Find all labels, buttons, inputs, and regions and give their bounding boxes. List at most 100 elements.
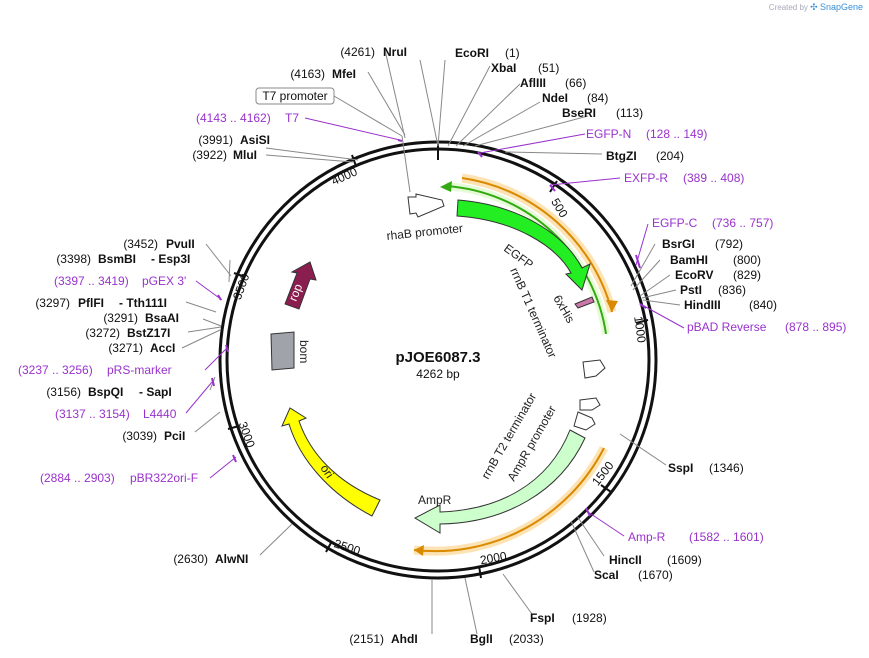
site-bgli[interactable]: BglI (2033) — [470, 632, 544, 646]
site-bseri[interactable]: BseRI (113) — [562, 106, 643, 120]
primer-l4440[interactable]: (3137 .. 3154) L4440 — [55, 407, 177, 421]
site-asisi[interactable]: (3991) AsiSI — [198, 133, 270, 147]
primer-prs-marker[interactable]: (3237 .. 3256) pRS-marker — [18, 363, 172, 377]
svg-text:BsrGI: BsrGI — [662, 237, 695, 251]
primer-amp-r[interactable]: Amp-R (1582 .. 1601) — [628, 530, 764, 544]
svg-text:(3452): (3452) — [123, 237, 158, 251]
site-bsaai[interactable]: (3291) BsaAI — [103, 311, 179, 325]
svg-text:(1582 .. 1601): (1582 .. 1601) — [689, 530, 764, 544]
site-acci[interactable]: (3271) AccI — [108, 341, 175, 355]
ori-label: ori — [318, 462, 337, 481]
green-arc — [440, 181, 610, 335]
primer-marks — [211, 139, 647, 517]
connector-lines — [181, 49, 681, 635]
site-hincii[interactable]: HincII (1609) — [609, 553, 702, 567]
bom-label: bom — [297, 340, 311, 363]
svg-text:EcoRI: EcoRI — [455, 46, 489, 60]
svg-text:(829): (829) — [733, 268, 761, 282]
svg-text:T7: T7 — [285, 111, 299, 125]
credit-brand: SnapGene — [819, 2, 863, 12]
primer-pgex3[interactable]: (3397 .. 3419) pGEX 3' — [54, 274, 186, 288]
site-sspi[interactable]: SspI (1346) — [668, 461, 744, 475]
primer-pbr322ori-f[interactable]: (2884 .. 2903) pBR322ori-F — [40, 471, 198, 485]
svg-text:AsiSI: AsiSI — [240, 133, 270, 147]
svg-text:(4163): (4163) — [290, 67, 325, 81]
rrnb1-label: rrnB T1 terminator — [507, 266, 559, 360]
feature-rhab-promoter[interactable]: rhaB promoter — [386, 193, 464, 243]
svg-text:(3297): (3297) — [35, 296, 70, 310]
svg-text:AlwNI: AlwNI — [215, 552, 248, 566]
svg-text:(84): (84) — [587, 91, 608, 105]
site-psti[interactable]: PstI (836) — [680, 283, 746, 297]
primer-lines — [185, 117, 685, 537]
svg-text:HincII: HincII — [609, 553, 642, 567]
primer-exfp-r[interactable]: EXFP-R (389 .. 408) — [624, 171, 744, 185]
site-hindiii[interactable]: HindIII (840) — [684, 298, 777, 312]
site-ahdi[interactable]: (2151) AhdI — [349, 632, 417, 646]
site-mlui[interactable]: (3922) MluI — [192, 148, 257, 162]
svg-text:(3397 .. 3419): (3397 .. 3419) — [54, 274, 129, 288]
site-pvuii[interactable]: (3452) PvuII — [123, 237, 194, 251]
tick-marks — [227, 154, 649, 579]
svg-text:PvuII: PvuII — [166, 237, 195, 251]
site-btgzi[interactable]: BtgZI (204) — [606, 149, 684, 163]
primer-pbad-reverse[interactable]: pBAD Reverse (878 .. 895) — [687, 320, 846, 334]
tick-label-2500: 2500 — [332, 536, 362, 558]
site-ecori[interactable]: EcoRI (1) — [455, 46, 520, 60]
site-aflIII[interactable]: AflIII (66) — [520, 76, 586, 90]
svg-text:(2630): (2630) — [173, 552, 208, 566]
site-scai[interactable]: ScaI (1670) — [594, 568, 673, 582]
snapgene-logo-icon: ✣ — [810, 2, 818, 12]
svg-text:EGFP-N: EGFP-N — [586, 127, 631, 141]
site-nrui[interactable]: (4261) NruI — [340, 45, 407, 59]
feature-ori[interactable]: ori — [281, 407, 381, 517]
svg-text:- SapI: - SapI — [139, 385, 172, 399]
feature-rop[interactable]: rop — [284, 261, 317, 310]
svg-text:(1928): (1928) — [572, 611, 607, 625]
site-ndei[interactable]: NdeI (84) — [542, 91, 608, 105]
feature-bom[interactable]: bom — [270, 331, 311, 371]
plasmid-name: pJOE6087.3 — [395, 349, 480, 366]
orange-arc-top — [461, 173, 618, 314]
site-mfei[interactable]: (4163) MfeI — [290, 67, 356, 81]
svg-text:pBR322ori-F: pBR322ori-F — [130, 471, 198, 485]
site-bstz17i[interactable]: (3272) BstZ17I — [85, 326, 170, 340]
svg-text:(3156): (3156) — [46, 385, 81, 399]
primer-egfp-n[interactable]: EGFP-N (128 .. 149) — [586, 127, 707, 141]
primer-t7[interactable]: (4143 .. 4162) T7 — [196, 111, 299, 125]
svg-text:FspI: FspI — [530, 611, 555, 625]
site-xbai[interactable]: XbaI (51) — [491, 61, 559, 75]
svg-text:PflFI: PflFI — [78, 296, 104, 310]
svg-text:XbaI: XbaI — [491, 61, 516, 75]
site-pflfi[interactable]: (3297) PflFI - Tth111I — [35, 296, 167, 310]
feature-ampr[interactable]: AmpR — [413, 429, 586, 534]
svg-text:- Esp3I: - Esp3I — [151, 252, 190, 266]
feature-6xhis[interactable]: 6xHis — [550, 293, 595, 326]
site-bsmbi[interactable]: (3398) BsmBI - Esp3I — [56, 252, 190, 266]
site-ecorv[interactable]: EcoRV (829) — [675, 268, 761, 282]
site-bsrgi[interactable]: BsrGI (792) — [662, 237, 743, 251]
orange-arc-bottom — [413, 445, 609, 556]
svg-text:(389 .. 408): (389 .. 408) — [683, 171, 744, 185]
site-alwni[interactable]: (2630) AlwNI — [173, 552, 248, 566]
svg-text:(113): (113) — [616, 106, 643, 120]
primer-egfp-c[interactable]: EGFP-C (736 .. 757) — [652, 216, 773, 230]
t7-promoter-callout: T7 promoter — [255, 87, 411, 193]
site-fspi[interactable]: FspI (1928) — [530, 611, 607, 625]
site-pcii[interactable]: (3039) PciI — [122, 429, 185, 443]
svg-text:SspI: SspI — [668, 461, 693, 475]
snapgene-credit: Created by ✣ SnapGene — [769, 2, 863, 13]
svg-text:NdeI: NdeI — [542, 91, 568, 105]
svg-text:(1609): (1609) — [667, 553, 702, 567]
svg-text:AhdI: AhdI — [391, 632, 418, 646]
site-bspqi[interactable]: (3156) BspQI - SapI — [46, 385, 171, 399]
t7-promoter-label: T7 promoter — [262, 89, 327, 103]
ampr-label: AmpR — [418, 493, 452, 507]
svg-text:(2884 .. 2903): (2884 .. 2903) — [40, 471, 115, 485]
svg-text:pBAD Reverse: pBAD Reverse — [687, 320, 767, 334]
svg-text:EXFP-R: EXFP-R — [624, 171, 668, 185]
svg-text:pRS-marker: pRS-marker — [107, 363, 172, 377]
site-bamhi[interactable]: BamHI (800) — [670, 253, 761, 267]
svg-text:(1): (1) — [505, 46, 520, 60]
